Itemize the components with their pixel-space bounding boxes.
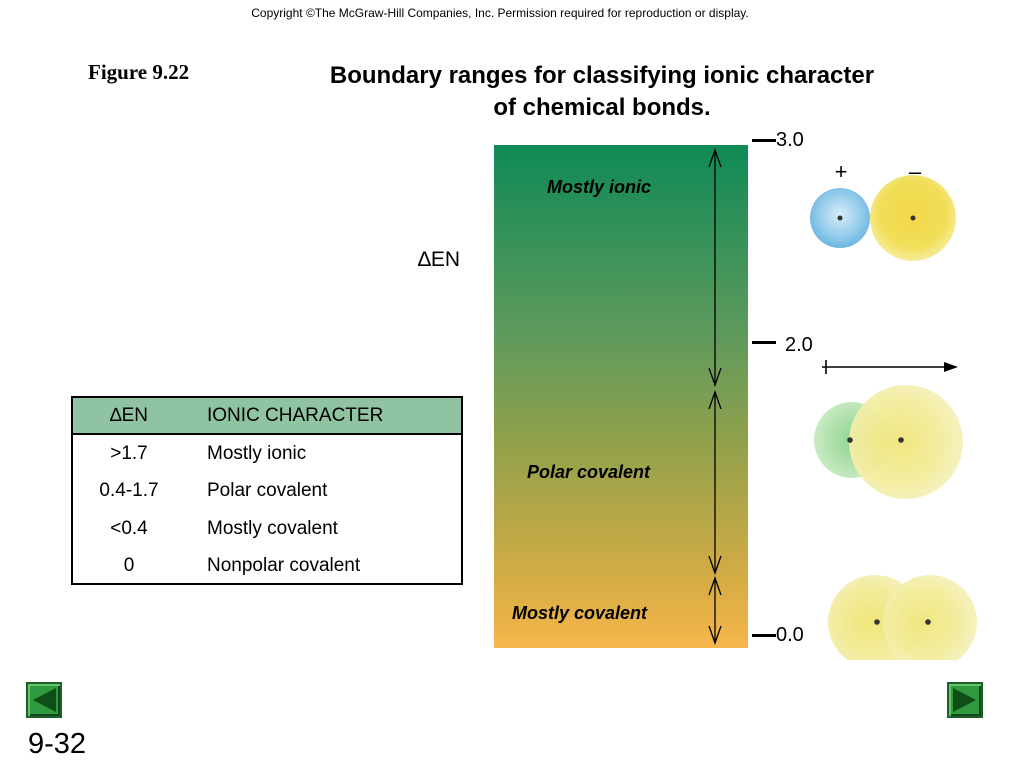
table-header-row: ∆EN IONIC CHARACTER — [73, 398, 461, 435]
range-arrow-polar-covalent — [708, 390, 722, 575]
zone-label-mostly-covalent: Mostly covalent — [512, 603, 648, 623]
delta-en-axis-label: ∆EN — [418, 248, 461, 271]
back-arrow-icon — [33, 688, 56, 712]
page-title: Boundary ranges for classifying ionic ch… — [262, 60, 942, 124]
zone-label-mostly-ionic: Mostly ionic — [547, 177, 652, 197]
nonpolar-covalent-molecule — [828, 575, 977, 660]
forward-arrow-icon — [953, 688, 976, 712]
table-header-ionic-character: IONIC CHARACTER — [207, 404, 384, 426]
copyright-notice: Copyright ©The McGraw-Hill Companies, In… — [251, 6, 749, 20]
table-row: 0.4-1.7 Polar covalent — [73, 473, 461, 511]
figure-label: Figure 9.22 — [88, 60, 190, 84]
previous-slide-button[interactable] — [26, 682, 62, 718]
table-row: <0.4 Mostly covalent — [73, 510, 461, 548]
tick-mark-3 — [752, 139, 776, 142]
tick-label-0: 0.0 — [776, 624, 804, 646]
table-row: >1.7 Mostly ionic — [73, 435, 461, 473]
table-cell-character: Mostly ionic — [207, 442, 307, 464]
molecule-illustrations: + – — [810, 160, 977, 660]
charge-plus-label: + — [835, 160, 848, 184]
tick-mark-0 — [752, 634, 776, 637]
polar-covalent-molecule — [814, 385, 963, 499]
ionic-character-gradient-bar — [494, 145, 748, 648]
table-header-delta-en: ∆EN — [109, 404, 149, 426]
table-cell-delta-en: <0.4 — [110, 517, 148, 539]
table-cell-character: Nonpolar covalent — [207, 555, 361, 577]
dipole-arrow-icon — [822, 360, 958, 374]
zone-label-polar-covalent: Polar covalent — [527, 462, 651, 482]
table-row: 0 Nonpolar covalent — [73, 548, 461, 586]
page-number: 9-32 — [28, 728, 87, 760]
table-cell-delta-en: 0.4-1.7 — [99, 480, 159, 502]
table-cell-character: Polar covalent — [207, 480, 328, 502]
table-cell-delta-en: 0 — [123, 555, 135, 577]
tick-label-3: 3.0 — [776, 129, 804, 151]
range-arrow-mostly-ionic — [708, 148, 722, 387]
tick-label-2: 2.0 — [785, 334, 813, 356]
ionic-character-table: ∆EN IONIC CHARACTER >1.7 Mostly ionic 0.… — [71, 396, 463, 585]
next-slide-button[interactable] — [947, 682, 983, 718]
range-arrow-mostly-covalent — [708, 576, 722, 645]
ionic-bond-molecule — [810, 175, 956, 261]
table-cell-character: Mostly covalent — [207, 517, 338, 539]
title-line-1: Boundary ranges for classifying ionic ch… — [329, 62, 875, 89]
tick-mark-2 — [752, 341, 776, 344]
title-line-2: of chemical bonds. — [493, 94, 711, 121]
zone-range-arrows — [708, 148, 722, 645]
table-cell-delta-en: >1.7 — [110, 442, 148, 464]
